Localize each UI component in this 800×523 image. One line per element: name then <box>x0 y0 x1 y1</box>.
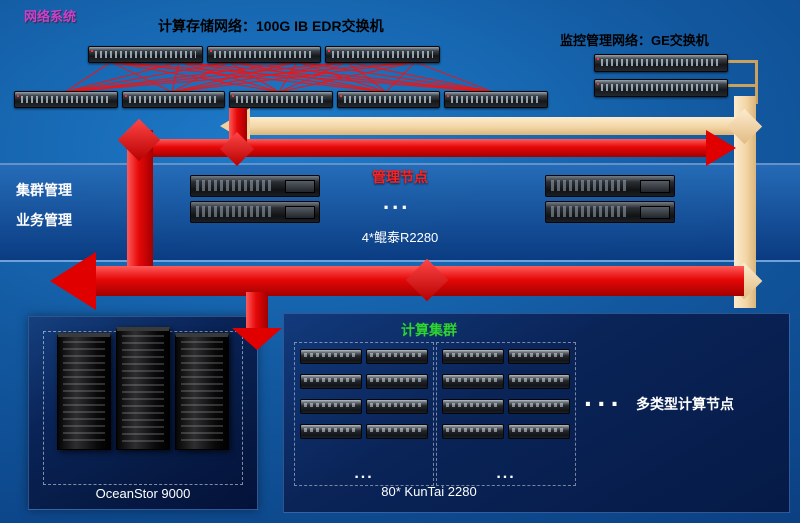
storage-tower <box>175 333 229 450</box>
management-ellipsis: ... <box>383 189 411 214</box>
management-node-title: 管理节点 <box>372 169 428 185</box>
storage-model-label: OceanStor 9000 <box>95 486 191 501</box>
compute-node-grid <box>442 349 570 439</box>
compute-node <box>508 349 570 364</box>
switch-unit <box>121 91 226 108</box>
compute-cluster-title: 计算集群 <box>401 322 457 338</box>
cluster-management-label: 集群管理 <box>16 182 72 198</box>
compute-node <box>508 399 570 414</box>
management-band: 集群管理 业务管理 管理节点 ... 4*鲲泰R2280 <box>0 163 800 262</box>
ge-link-line <box>726 60 758 63</box>
compute-node <box>366 374 428 389</box>
red-arrow-down-icon <box>232 328 282 350</box>
ge-switch-unit <box>594 79 728 97</box>
management-model-label: 4*鲲泰R2280 <box>361 230 439 245</box>
ge-switch-unit <box>594 54 728 72</box>
network-system-label: 网络系统 <box>24 9 77 24</box>
switch-unit <box>206 46 322 63</box>
wheat-flow-band-horizontal <box>248 117 740 135</box>
compute-box: 计算集群 ... <box>283 313 790 513</box>
switch-unit <box>14 91 118 108</box>
compute-nodes-type-label: 多类型计算节点 <box>636 396 734 412</box>
storage-tower <box>57 333 111 450</box>
compute-node <box>300 349 362 364</box>
spine-switch-row <box>88 46 441 63</box>
red-flow-band-horizontal <box>150 139 708 157</box>
storage-network-title: 计算存储网络：100G IB EDR交换机 <box>158 18 384 34</box>
compute-node <box>300 424 362 439</box>
storage-tower-group <box>57 327 229 450</box>
monitor-network-title: 监控管理网络：GE交换机 <box>560 33 709 48</box>
compute-group-ellipsis: ... <box>354 465 374 482</box>
management-server-unit <box>545 175 675 197</box>
ge-link-line <box>755 60 758 104</box>
storage-box: OceanStor 9000 <box>28 316 258 510</box>
management-server-unit <box>190 201 320 223</box>
switch-unit <box>336 91 441 108</box>
switch-unit <box>88 46 203 63</box>
ge-switch-group <box>594 54 728 97</box>
compute-node <box>366 424 428 439</box>
compute-node <box>442 399 504 414</box>
compute-node <box>442 374 504 389</box>
red-arrow-right-icon <box>706 130 736 166</box>
compute-node <box>508 424 570 439</box>
red-flow-band-down <box>246 292 268 330</box>
compute-side-ellipsis: ··· <box>584 388 624 419</box>
switch-unit <box>325 46 441 63</box>
compute-node <box>366 399 428 414</box>
compute-node <box>366 349 428 364</box>
compute-group-ellipsis: ... <box>496 465 516 482</box>
switch-unit <box>229 91 333 108</box>
compute-node <box>442 424 504 439</box>
red-arrow-left-icon <box>50 252 96 310</box>
compute-model-label: 80* KunTai 2280 <box>381 484 477 499</box>
storage-tower <box>116 327 170 450</box>
compute-node <box>300 399 362 414</box>
leaf-switch-row <box>14 91 548 108</box>
compute-node <box>300 374 362 389</box>
business-management-label: 业务管理 <box>16 212 72 228</box>
compute-node <box>442 349 504 364</box>
management-server-unit <box>545 201 675 223</box>
ge-link-line <box>726 84 758 87</box>
compute-node-group: ... <box>294 342 434 486</box>
compute-node-group: ... <box>436 342 576 486</box>
storage-dashed-outline <box>43 327 243 485</box>
compute-node-grid <box>300 349 428 439</box>
compute-node <box>508 374 570 389</box>
switch-unit <box>444 91 548 108</box>
wheat-flow-band-vertical <box>734 96 756 308</box>
management-server-unit <box>190 175 320 197</box>
